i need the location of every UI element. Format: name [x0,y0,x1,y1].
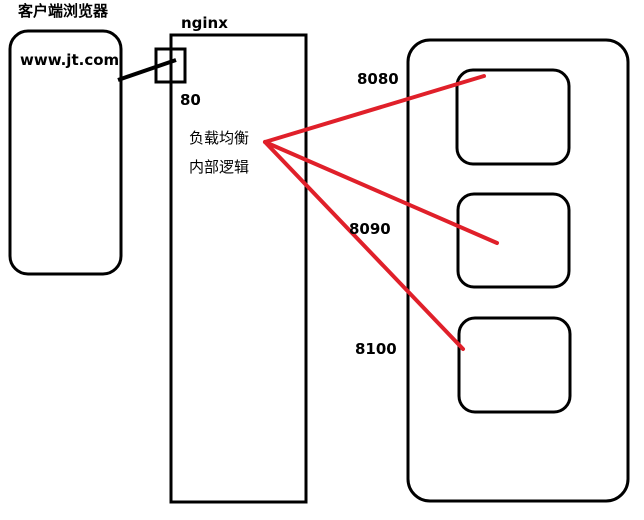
nginx-box [169,33,308,504]
server-box-8080 [455,68,571,166]
client-browser-box [8,29,123,276]
route-to-8100 [263,140,465,351]
server-cluster-box [406,38,630,503]
nginx-title: nginx [181,14,228,32]
server-box-8100 [457,316,572,414]
route-to-8080 [263,74,486,144]
server-box-8090 [456,192,571,289]
nginx-port-box [154,47,187,84]
nginx-function-line2: 内部逻辑 [189,158,250,176]
nginx-port-label: 80 [180,91,201,109]
server-port-8080: 8080 [357,70,399,88]
server-port-8090: 8090 [349,220,391,238]
client-url: www.jt.com [20,51,120,69]
route-to-8090 [263,140,499,245]
client-title: 客户端浏览器 [18,2,109,20]
nginx-function-line1: 负载均衡 [189,129,250,147]
client-to-nginx-connector [117,58,177,82]
server-port-8100: 8100 [355,340,397,358]
